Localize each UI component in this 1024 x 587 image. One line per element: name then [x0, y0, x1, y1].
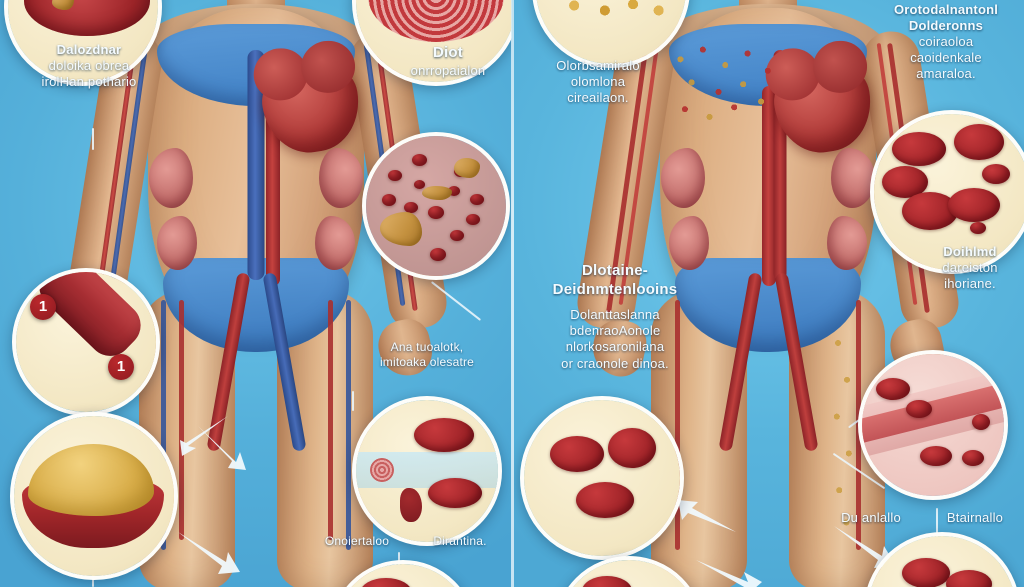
leader-line — [936, 508, 938, 538]
label-body: coiraoloa caoidenkale amaraloa. — [910, 34, 982, 82]
panel-divider — [511, 0, 514, 587]
left-panel: 1 1 Dalozdnar doloika obrea irolHan poth… — [0, 0, 512, 587]
kidney-left-upper — [661, 148, 705, 208]
left-top-left-label: Dalozdnar doloika obrea irolHan pothario — [14, 42, 164, 90]
left-inset-blood-smear[interactable] — [362, 132, 510, 280]
leg-vein-right — [346, 300, 351, 550]
right-bottom-left-label: Du anlallo — [824, 510, 918, 526]
label-body: Olorbsamiralo olomlona cireailaon. — [556, 58, 640, 106]
right-inset-bottom-right[interactable] — [864, 532, 1020, 587]
right-mid-left-label: Dlotaine- Deidnmtenlooins Dolanttaslanna… — [520, 262, 710, 372]
marker-2: 1 — [108, 354, 134, 380]
label-heading: Doihlmd — [943, 244, 997, 259]
label-heading: Dalozdnar — [56, 42, 122, 57]
right-bottom-right-label: Btairnallo — [932, 510, 1018, 526]
right-inset-rbc-cluster[interactable] — [520, 396, 684, 560]
leg-artery-right — [328, 300, 333, 540]
right-inset-vessel-wall[interactable] — [858, 350, 1008, 500]
left-inset-rbc-flow[interactable] — [352, 396, 502, 546]
left-bottom-center-label-2: Dirantina. — [420, 534, 500, 549]
right-mid-right-label: Doihlmd dareiston ihoriane. — [916, 244, 1024, 292]
right-top-right-label: Orotodalnantonl Dolderonns coiraoloa cao… — [868, 2, 1024, 83]
kidney-left-lower — [157, 216, 197, 270]
pointer-arrow — [172, 528, 250, 578]
left-inset-bottom[interactable] — [330, 560, 476, 587]
plaque-deposits-leg — [829, 320, 859, 550]
left-bottom-center-label: Onoiertaloo — [312, 534, 402, 549]
right-inset-bottom-left[interactable] — [554, 556, 704, 587]
right-inset-plaque-grains[interactable] — [532, 0, 690, 68]
pointer-arrow — [166, 412, 232, 458]
left-inset-cholesterol-bowl[interactable] — [10, 412, 178, 580]
label-body: onrropaialon — [410, 62, 486, 78]
leader-line — [352, 391, 354, 411]
label-body: Dolanttaslanna bdenraoAonole nlorkosaron… — [561, 307, 669, 371]
label-body: dareiston ihoriane. — [942, 260, 998, 292]
left-top-right-label: Diot onrropaialon — [384, 44, 512, 79]
marker-1: 1 — [30, 294, 56, 320]
right-inset-rbc-large[interactable] — [870, 110, 1024, 274]
left-inset-rbc-ring[interactable] — [352, 0, 512, 86]
right-top-left-label: Olorbsamiralo olomlona cireailaon. — [528, 58, 668, 106]
vena-cava-vein — [247, 50, 265, 280]
leg-artery-left — [179, 300, 184, 540]
pointer-arrow — [188, 424, 254, 476]
label-body: Dirantina. — [433, 534, 487, 548]
leader-line — [92, 128, 94, 150]
kidney-left-lower — [669, 216, 709, 270]
label-heading: Dlotaine- Deidnmtenlooins — [552, 262, 678, 298]
label-heading: Orotodalnantonl Dolderonns — [893, 2, 999, 34]
left-inset-artery-cross[interactable] — [4, 0, 162, 86]
left-inset-vessel-measure[interactable]: 1 1 — [12, 268, 160, 416]
label-body: doloika obrea irolHan pothario — [41, 58, 137, 90]
label-body: Btairnallo — [946, 510, 1004, 525]
label-body: Du anlallo — [841, 510, 901, 525]
label-body: Onoiertaloo — [324, 534, 390, 548]
pointer-arrow — [670, 494, 740, 542]
kidney-left-upper — [149, 148, 193, 208]
label-heading: Diot — [433, 44, 463, 61]
right-panel: Olorbsamiralo olomlona cireailaon. Oroto… — [512, 0, 1024, 587]
label-body: Ana tuoalotk, imitoaka olesatre — [379, 340, 475, 369]
pointer-arrow — [690, 552, 766, 587]
left-mid-right-label: Ana tuoalotk, imitoaka olesatre — [352, 340, 502, 370]
